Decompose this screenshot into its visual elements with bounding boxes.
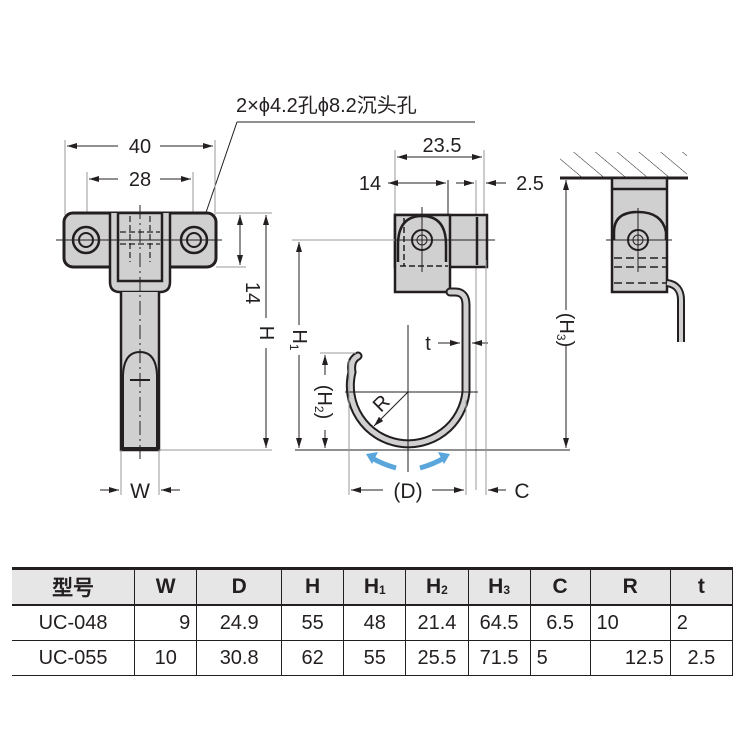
ceiling-hatch (560, 152, 687, 178)
cell-h2: 21.4 (405, 605, 469, 641)
cell-d: 30.8 (196, 640, 283, 676)
cell-c: 6.5 (529, 605, 591, 641)
header-r: R (589, 568, 671, 605)
dim-hole-pitch: 28 (129, 169, 151, 191)
hook-body (347, 289, 469, 447)
header-h: H (281, 568, 345, 605)
header-d: D (196, 568, 283, 605)
cell-t: 2.5 (669, 640, 734, 676)
cell-h: 62 (281, 640, 345, 676)
technical-drawing: 2×ϕ4.2孔ϕ8.2沉头孔 40 28 (56, 94, 688, 503)
dim-radius: R (369, 391, 395, 417)
header-h1: H1 (343, 568, 407, 605)
dim-base-depth: 14 (359, 173, 381, 195)
dim-clearance: C (514, 480, 529, 503)
cell-h3: 71.5 (467, 640, 531, 676)
hole-callout: 2×ϕ4.2孔ϕ8.2沉头孔 (199, 94, 475, 231)
hole-callout-text: 2×ϕ4.2孔ϕ8.2沉头孔 (236, 94, 417, 117)
header-t: t (669, 568, 734, 605)
cell-r: 12.5 (589, 640, 671, 676)
header-c: C (529, 568, 591, 605)
cell-c: 5 (529, 640, 591, 676)
dim-opening: (D) (393, 480, 422, 503)
cell-model: UC-055 (12, 640, 136, 676)
dim-base-height: 14 (241, 282, 263, 304)
rotation-arrow-right (419, 455, 446, 471)
cell-h1: 55 (343, 640, 407, 676)
cell-t: 2 (669, 605, 734, 641)
cell-h3: 64.5 (467, 605, 531, 641)
mount-view: (H3) (554, 152, 688, 448)
dim-height: H (255, 326, 277, 340)
cell-w: 9 (134, 605, 198, 641)
header-h3: H3 (467, 568, 531, 605)
dim-offset: 2.5 (516, 173, 544, 195)
dim-depth: 23.5 (423, 135, 462, 157)
cell-r: 10 (589, 605, 671, 641)
header-model: 型号 (12, 568, 136, 605)
dim-h3: (H3) (554, 313, 577, 347)
cell-d: 24.9 (196, 605, 283, 641)
dim-width: W (130, 480, 150, 503)
dim-thickness: t (425, 333, 431, 355)
cell-h2: 25.5 (405, 640, 469, 676)
rotation-arrow-left (370, 455, 397, 471)
header-h2: H2 (405, 568, 469, 605)
cell-h: 55 (281, 605, 345, 641)
front-view: 40 28 14 (56, 136, 277, 503)
dim-h1: H1 (287, 329, 310, 350)
cell-w: 10 (134, 640, 198, 676)
dim-overall-width: 40 (129, 136, 151, 158)
rotation-arrows (366, 452, 450, 471)
table-row: UC-048 9 24.9 55 48 21.4 64.5 6.5 10 2 (12, 605, 734, 641)
table-row: UC-055 10 30.8 62 55 25.5 71.5 5 12.5 2.… (12, 640, 734, 676)
spec-table-header: 型号 W D H H1 H2 H3 C R t (12, 568, 734, 605)
header-w: W (134, 568, 198, 605)
cell-model: UC-048 (12, 605, 136, 641)
dim-h2: (H2) (312, 385, 335, 419)
cell-h1: 48 (343, 605, 407, 641)
spec-table: 型号 W D H H1 H2 H3 C R t UC-048 9 24.9 55… (12, 567, 734, 676)
side-view: 23.5 14 2.5 R t (287, 135, 570, 503)
